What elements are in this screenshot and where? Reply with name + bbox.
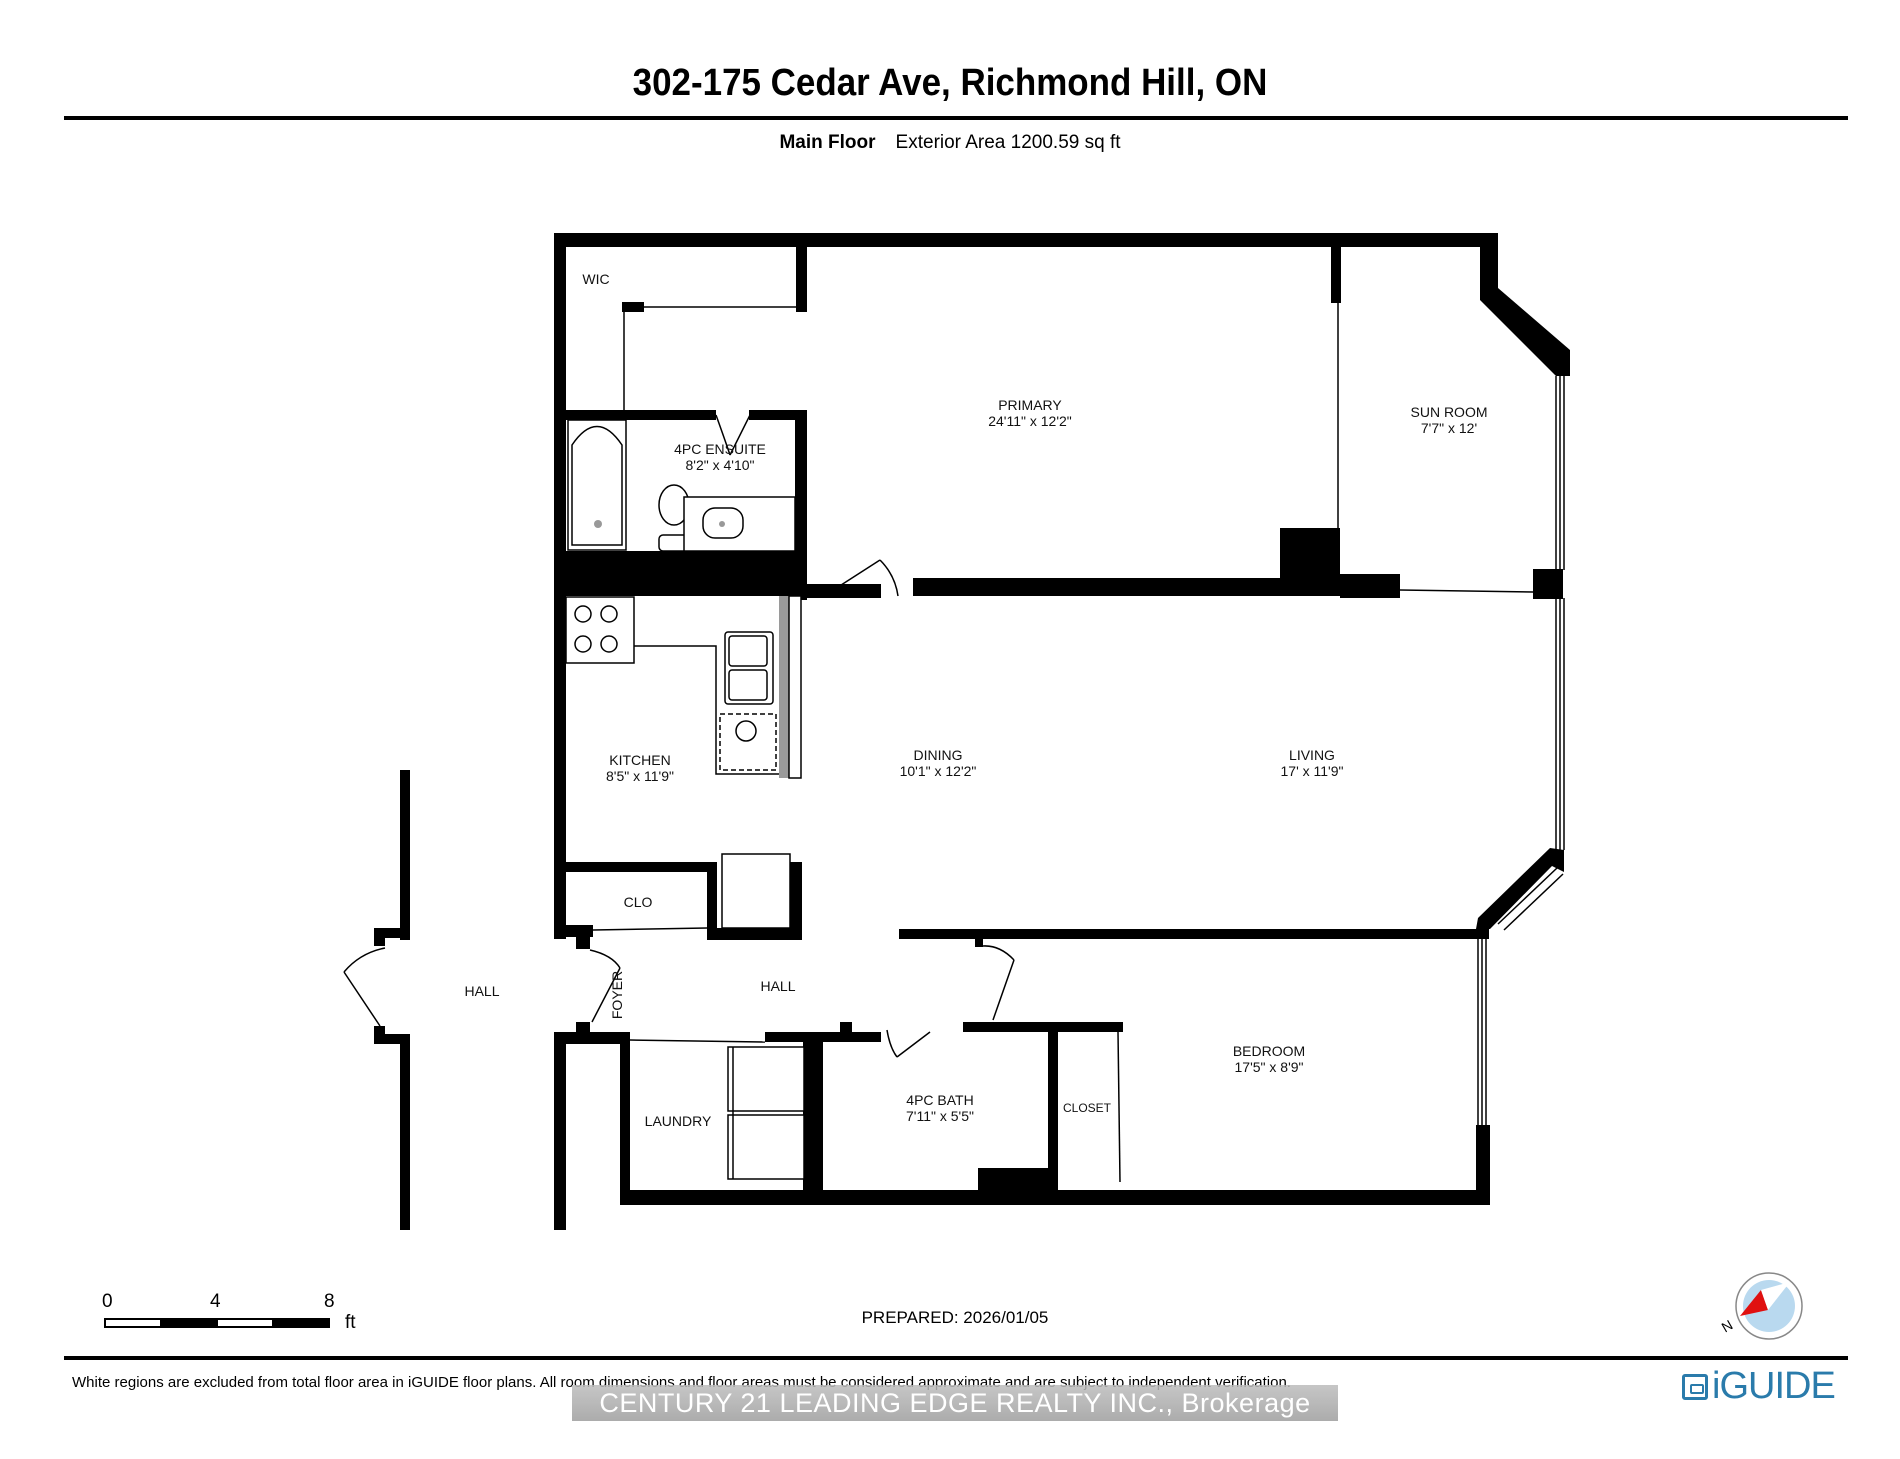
scale-bar (104, 1318, 330, 1328)
fixtures (565, 419, 805, 1180)
room-labels: WIC PRIMARY 24'11" x 12'2" 4PC ENSUITE 8… (464, 271, 1487, 1129)
brokerage-watermark: CENTURY 21 LEADING EDGE REALTY INC., Bro… (572, 1385, 1338, 1421)
room-living-name: LIVING (1289, 747, 1335, 763)
exterior-area: Exterior Area 1200.59 sq ft (895, 132, 1121, 153)
room-kitchen-dims: 8'5" x 11'9" (606, 768, 674, 784)
floor-subtitle: Main Floor Exterior Area 1200.59 sq ft (0, 132, 1900, 154)
walls (374, 233, 1570, 1230)
iguide-logo: iGUIDE (1682, 1365, 1836, 1408)
counter-bar (779, 596, 789, 778)
room-clo: CLO (624, 894, 653, 910)
room-hall-outer: HALL (464, 983, 499, 999)
room-ensuite-name: 4PC ENSUITE (674, 441, 766, 457)
prepared-date: PREPARED: 2026/01/05 (861, 1308, 1049, 1327)
room-bedroom-name: BEDROOM (1233, 1043, 1305, 1059)
room-hall-inner: HALL (760, 978, 795, 994)
room-ensuite-dims: 8'2" x 4'10" (686, 457, 755, 473)
room-bath-name: 4PC BATH (906, 1092, 973, 1108)
dryer-icon (727, 1114, 805, 1180)
bottom-divider (64, 1356, 1848, 1360)
iguide-camera-icon (1682, 1373, 1708, 1400)
floor-name: Main Floor (779, 132, 876, 153)
room-bedroom-dims: 17'5" x 8'9" (1235, 1059, 1304, 1075)
fridge-icon (721, 853, 791, 929)
scale-tick-4: 4 (210, 1291, 221, 1312)
room-wic: WIC (582, 271, 609, 287)
scale-unit: ft (345, 1312, 356, 1333)
page-title: 302-175 Cedar Ave, Richmond Hill, ON (632, 62, 1268, 104)
sliding-doors (592, 303, 1534, 1183)
room-closet: CLOSET (1063, 1101, 1112, 1115)
room-bath-dims: 7'11" x 5'5" (906, 1108, 974, 1124)
stove-icon (565, 596, 635, 664)
room-sunroom-dims: 7'7" x 12' (1421, 420, 1477, 436)
iguide-brand-text: iGUIDE (1712, 1365, 1836, 1407)
room-primary-dims: 24'11" x 12'2" (988, 413, 1072, 429)
windows (1477, 291, 1565, 1125)
room-sunroom-name: SUN ROOM (1411, 404, 1488, 420)
scale-tick-8: 8 (324, 1291, 335, 1312)
compass-icon (1735, 1272, 1803, 1340)
top-divider (64, 116, 1848, 120)
room-dining-dims: 10'1" x 12'2" (900, 763, 977, 779)
scale-tick-0: 0 (102, 1291, 113, 1312)
washer-icon (727, 1046, 805, 1112)
room-laundry: LAUNDRY (645, 1113, 712, 1129)
dishwasher-icon (719, 713, 777, 771)
swing-doors (343, 414, 1015, 1058)
room-foyer: FOYER (609, 971, 625, 1019)
room-living-dims: 17' x 11'9" (1281, 763, 1344, 779)
room-kitchen-name: KITCHEN (609, 752, 670, 768)
room-dining-name: DINING (914, 747, 963, 763)
room-primary-name: PRIMARY (998, 397, 1062, 413)
